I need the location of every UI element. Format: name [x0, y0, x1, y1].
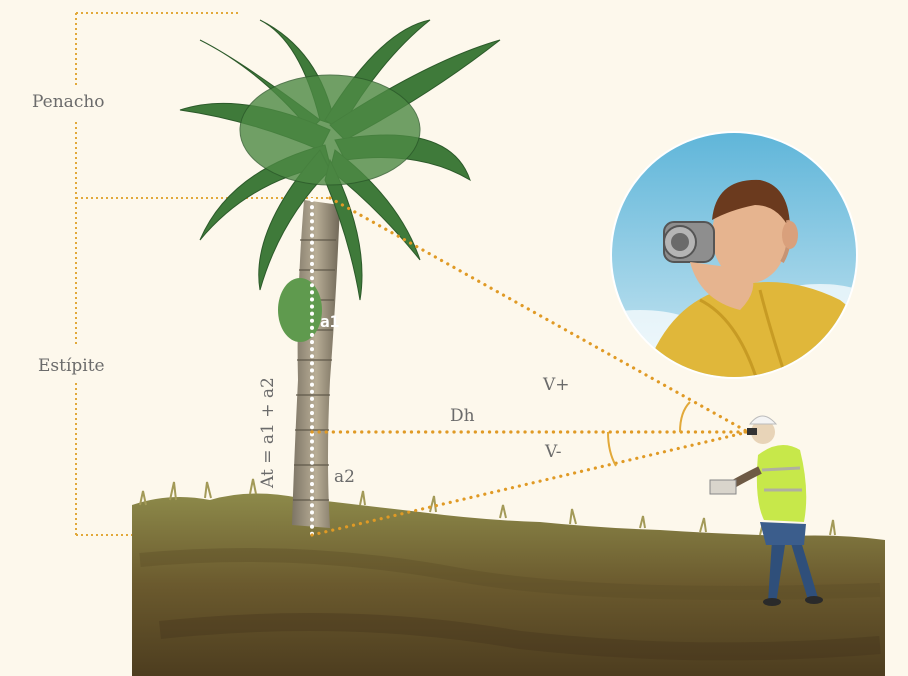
palm-crown: [180, 20, 500, 342]
label-v-minus-angle: V-: [545, 442, 561, 462]
label-horizontal-distance: Dh: [450, 406, 475, 426]
label-penacho: Penacho: [30, 92, 107, 112]
angle-arcs: [608, 402, 690, 466]
label-a1: a1: [320, 312, 339, 331]
observer-inset-circle: [580, 120, 880, 390]
palm-trunk: [292, 200, 340, 528]
label-estipite: Estípite: [36, 356, 107, 376]
label-a2: a2: [334, 467, 355, 487]
label-total-height-formula: At = a1 + a2: [258, 377, 278, 488]
label-v-plus-angle: V+: [543, 375, 570, 395]
